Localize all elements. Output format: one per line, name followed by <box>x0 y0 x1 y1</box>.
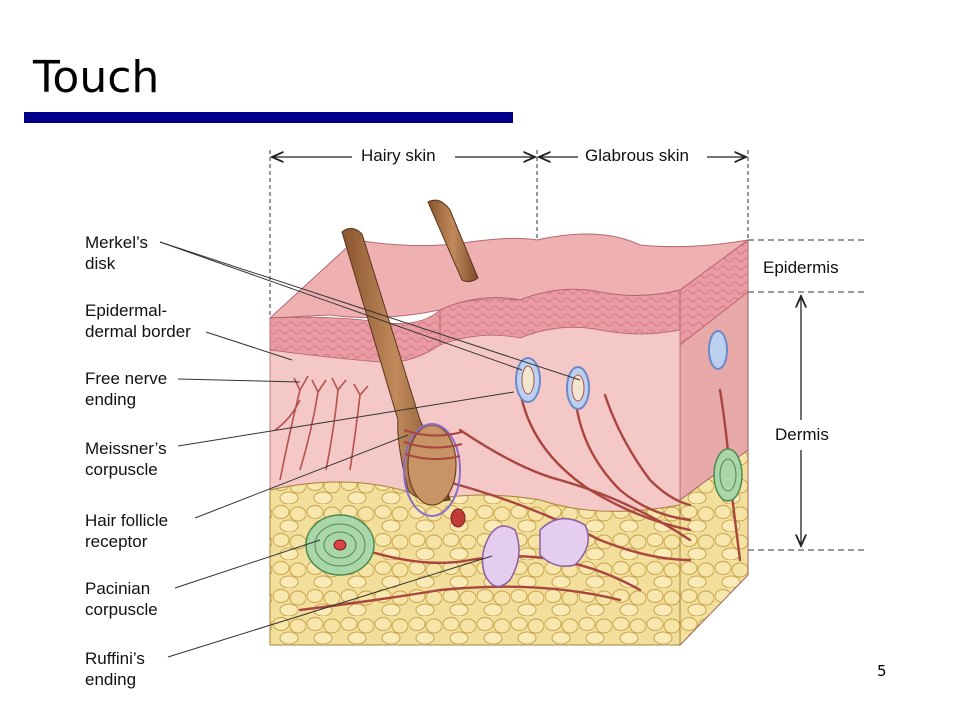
hair-follicle <box>341 228 466 528</box>
label-line: dermal border <box>85 322 191 341</box>
ruffini-endings <box>481 517 590 588</box>
page-number: 5 <box>877 662 887 680</box>
dermis-label: Dermis <box>772 423 832 447</box>
label-pacinian-corpuscle: Pacinian corpuscle <box>85 578 158 620</box>
top-guides <box>269 150 749 318</box>
label-line: Pacinian <box>85 579 151 598</box>
leader-lines <box>159 241 581 658</box>
label-line: Ruffini’s <box>85 649 145 668</box>
label-line: Meissner’s <box>85 439 167 458</box>
label-line: Merkel’s <box>85 233 148 252</box>
hair-shaft-short <box>427 199 479 283</box>
label-line: disk <box>85 254 116 273</box>
label-line: ending <box>85 390 137 409</box>
label-hair-follicle-receptor: Hair follicle receptor <box>85 510 168 552</box>
label-line: Hair follicle <box>85 511 169 530</box>
label-ruffinis-ending: Ruffini’s ending <box>85 648 145 690</box>
free-nerve-endings <box>274 375 369 481</box>
pacinian-corpuscles <box>305 448 743 576</box>
glabrous-skin-label: Glabrous skin <box>581 146 693 166</box>
right-guides <box>748 239 865 551</box>
label-line: receptor <box>85 532 148 551</box>
label-line: ending <box>85 670 137 689</box>
label-line: Epidermal- <box>85 301 168 320</box>
label-line: corpuscle <box>85 460 158 479</box>
hairy-skin-label: Hairy skin <box>357 146 440 166</box>
label-line: corpuscle <box>85 600 158 619</box>
label-meissners-corpuscle: Meissner’s corpuscle <box>85 438 167 480</box>
label-free-nerve-ending: Free nerve ending <box>85 368 167 410</box>
epidermis-label: Epidermis <box>760 256 842 280</box>
label-line: Free nerve <box>85 369 168 388</box>
slide-title: Touch <box>33 52 160 103</box>
label-epidermal-dermal-border: Epidermal- dermal border <box>85 300 191 342</box>
label-merkels-disk: Merkel’s disk <box>85 232 148 274</box>
title-underline-bar <box>24 112 513 123</box>
